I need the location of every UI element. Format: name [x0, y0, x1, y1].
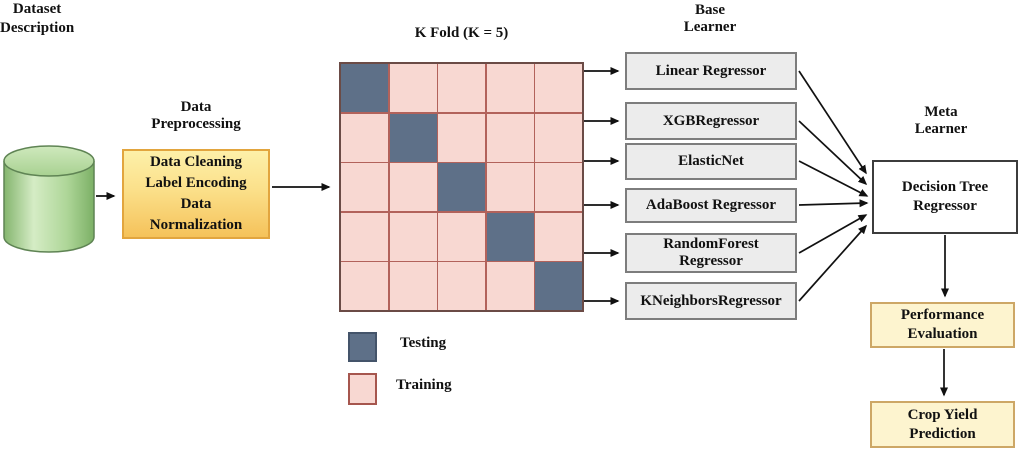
base-learner-title: Base Learner: [683, 2, 737, 35]
base-learner-label: AdaBoost Regressor: [645, 197, 777, 213]
kfold-cell-testing: [486, 212, 534, 261]
kfold-cell-training: [438, 212, 485, 261]
base-learner-label: Linear Regressor: [655, 62, 767, 79]
kfold-cell-training: [438, 64, 485, 112]
base-learner-box-elasticnet: ElasticNet: [625, 143, 797, 180]
dataset-label: Dataset Description: [0, 1, 75, 36]
legend-testing-swatch: [348, 332, 377, 362]
dataset-cylinder-icon: [3, 145, 95, 253]
kfold-cell-training: [438, 262, 485, 310]
kfold-cell-training: [486, 113, 534, 162]
kfold-cell-training: [389, 163, 437, 211]
kfold-cell-training: [535, 163, 582, 211]
kfold-cell-training: [341, 113, 388, 162]
kfold-cell-testing: [389, 113, 437, 162]
kfold-cell-testing: [341, 64, 388, 112]
kfold-cell-testing: [438, 163, 485, 211]
arrow-kneighbors-to-meta: [798, 224, 867, 302]
base-learner-box-xgbregressor: XGBRegressor: [625, 102, 797, 140]
arrow-linear-to-meta: [798, 70, 867, 175]
kfold-cell-training: [341, 262, 388, 310]
base-learner-label: ElasticNet: [678, 153, 744, 169]
kfold-cell-training: [535, 113, 582, 162]
base-learner-label: RandomForest Regressor: [663, 236, 759, 269]
base-learner-box-linear-regressor: Linear Regressor: [625, 52, 797, 90]
kfold-cell-training: [535, 64, 582, 112]
kfold-cell-training: [389, 212, 437, 261]
base-learner-label: KNeighborsRegressor: [640, 292, 782, 309]
crop-yield-prediction-box: Crop Yield Prediction: [870, 401, 1015, 448]
kfold-cell-training: [389, 262, 437, 310]
legend-training-label: Training: [396, 377, 452, 393]
base-learner-label: XGBRegressor: [662, 112, 760, 129]
kfold-cell-training: [438, 113, 485, 162]
meta-learner-box: Decision Tree Regressor: [872, 160, 1018, 234]
performance-evaluation-box: Performance Evaluation: [870, 302, 1015, 348]
preprocessing-steps: Data Cleaning Label Encoding Data Normal…: [145, 154, 247, 233]
arrow-randomforest-to-meta: [798, 214, 868, 254]
kfold-cell-training: [535, 212, 582, 261]
legend-training-swatch: [348, 373, 377, 405]
kfold-cell-training: [486, 262, 534, 310]
base-learner-box-randomforest: RandomForest Regressor: [625, 233, 797, 273]
kfold-grid: [339, 62, 584, 312]
performance-evaluation-label: Performance Evaluation: [900, 307, 985, 342]
arrow-xgb-to-meta: [798, 120, 868, 186]
arrow-elasticnet-to-meta: [798, 160, 869, 197]
kfold-cell-training: [341, 163, 388, 211]
crop-yield-prediction-label: Crop Yield Prediction: [907, 406, 978, 442]
kfold-cell-training: [486, 163, 534, 211]
kfold-title: K Fold (K = 5): [414, 25, 509, 41]
kfold-cell-testing: [535, 262, 582, 310]
base-learner-box-adaboost: AdaBoost Regressor: [625, 188, 797, 223]
kfold-cell-training: [341, 212, 388, 261]
kfold-cell-training: [486, 64, 534, 112]
kfold-cell-training: [389, 64, 437, 112]
base-learner-box-kneighbors: KNeighborsRegressor: [625, 282, 797, 320]
preprocessing-box: Data Cleaning Label Encoding Data Normal…: [122, 149, 270, 239]
legend-testing-label: Testing: [400, 335, 447, 351]
arrow-adaboost-to-meta: [798, 199, 869, 208]
meta-learner-title: Meta Learner: [914, 104, 968, 137]
preprocessing-title: Data Preprocessing: [151, 99, 241, 132]
meta-learner-label: Decision Tree Regressor: [901, 179, 989, 214]
